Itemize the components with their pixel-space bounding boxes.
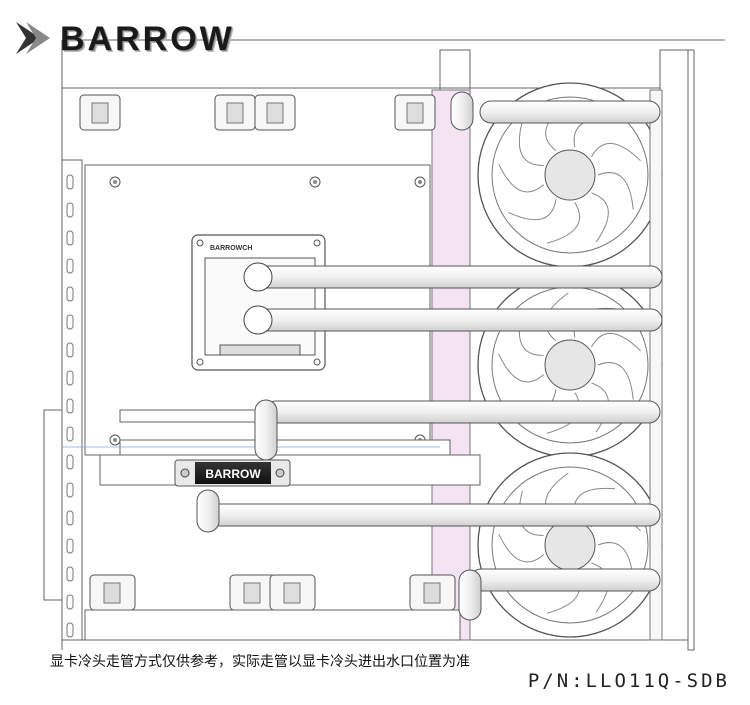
cpu-water-block: BARROWCH	[191, 234, 326, 371]
fan-blade	[508, 199, 557, 221]
hard-tube	[199, 503, 661, 527]
fan-blade	[597, 362, 634, 400]
bottom-fan-rail	[84, 574, 461, 641]
fan-hub	[544, 339, 596, 391]
brand-title: BARROW	[60, 20, 235, 58]
fan-clip-inner	[406, 102, 424, 124]
fan-clip-inner	[423, 582, 441, 604]
fan-clip-inner	[103, 582, 121, 604]
barrow-logo-icon	[16, 22, 50, 54]
fan-icon	[477, 272, 663, 458]
fan-clip-inner	[266, 102, 284, 124]
hard-tubes	[196, 91, 663, 621]
rail-slot	[66, 230, 74, 246]
rail-slot	[66, 286, 74, 302]
fan-clip-inner	[243, 582, 261, 604]
part-number: P/N:LLO11Q-SDB	[527, 670, 730, 692]
fitting-icon	[243, 305, 273, 335]
left-rail	[43, 159, 83, 641]
radiator-fans	[477, 82, 663, 638]
rail-slot	[66, 566, 74, 582]
hard-tube	[254, 308, 663, 332]
fan-blade	[498, 353, 545, 383]
radiator-column	[649, 89, 663, 641]
rail-slot	[66, 314, 74, 330]
hard-tube	[254, 265, 663, 289]
fan-blade	[591, 142, 641, 162]
rail-slot	[66, 398, 74, 414]
screw-center	[113, 180, 117, 184]
hard-tube	[469, 568, 661, 592]
rail-slot	[66, 370, 74, 386]
fan-icon	[477, 82, 663, 268]
cpu-block-label: BARROWCH	[210, 245, 252, 252]
fan-blade	[546, 202, 580, 244]
routing-caption: 显卡冷头走管方式仅供参考，实际走管以显卡冷头进出水口位置为准	[48, 651, 472, 671]
screw-center	[113, 438, 117, 442]
hard-tube	[254, 399, 278, 461]
bottom-shroud	[84, 609, 461, 641]
rail-slot	[66, 258, 74, 274]
fan-blade	[591, 332, 641, 352]
rail-slot	[66, 594, 74, 610]
rail-slot	[66, 622, 74, 638]
fan-hub	[544, 519, 596, 571]
fan-hub	[544, 149, 596, 201]
distro-panel	[431, 89, 471, 641]
fan-clip-inner	[91, 102, 109, 124]
hard-tube	[458, 569, 482, 621]
top-fan-rail	[79, 94, 436, 131]
hard-tube	[196, 489, 220, 533]
tray-screws	[109, 176, 426, 446]
gpu-plate-label: BARROW	[205, 467, 261, 481]
fan-icon	[477, 452, 663, 638]
rail-slot	[66, 482, 74, 498]
screw-center	[313, 180, 317, 184]
fan-blade	[498, 533, 545, 563]
hard-tube	[479, 100, 661, 124]
rail-slot	[66, 510, 74, 526]
screw-center	[418, 180, 422, 184]
fan-blade	[597, 172, 634, 210]
gpu-terminal-plate: BARROW	[174, 459, 291, 487]
fan-clip-inner	[283, 582, 301, 604]
rail-slot	[66, 426, 74, 442]
fan-blade	[518, 120, 544, 166]
rail-slot	[66, 174, 74, 190]
rail-slot	[66, 454, 74, 470]
rail-slot	[66, 538, 74, 554]
hard-tube	[264, 400, 661, 424]
fan-blade	[498, 163, 545, 193]
fan-clip-inner	[226, 102, 244, 124]
rail-slot	[66, 342, 74, 358]
fan-blade	[591, 192, 609, 243]
fitting-icon	[243, 262, 273, 292]
rail-slot	[66, 202, 74, 218]
hard-tube	[450, 91, 474, 131]
